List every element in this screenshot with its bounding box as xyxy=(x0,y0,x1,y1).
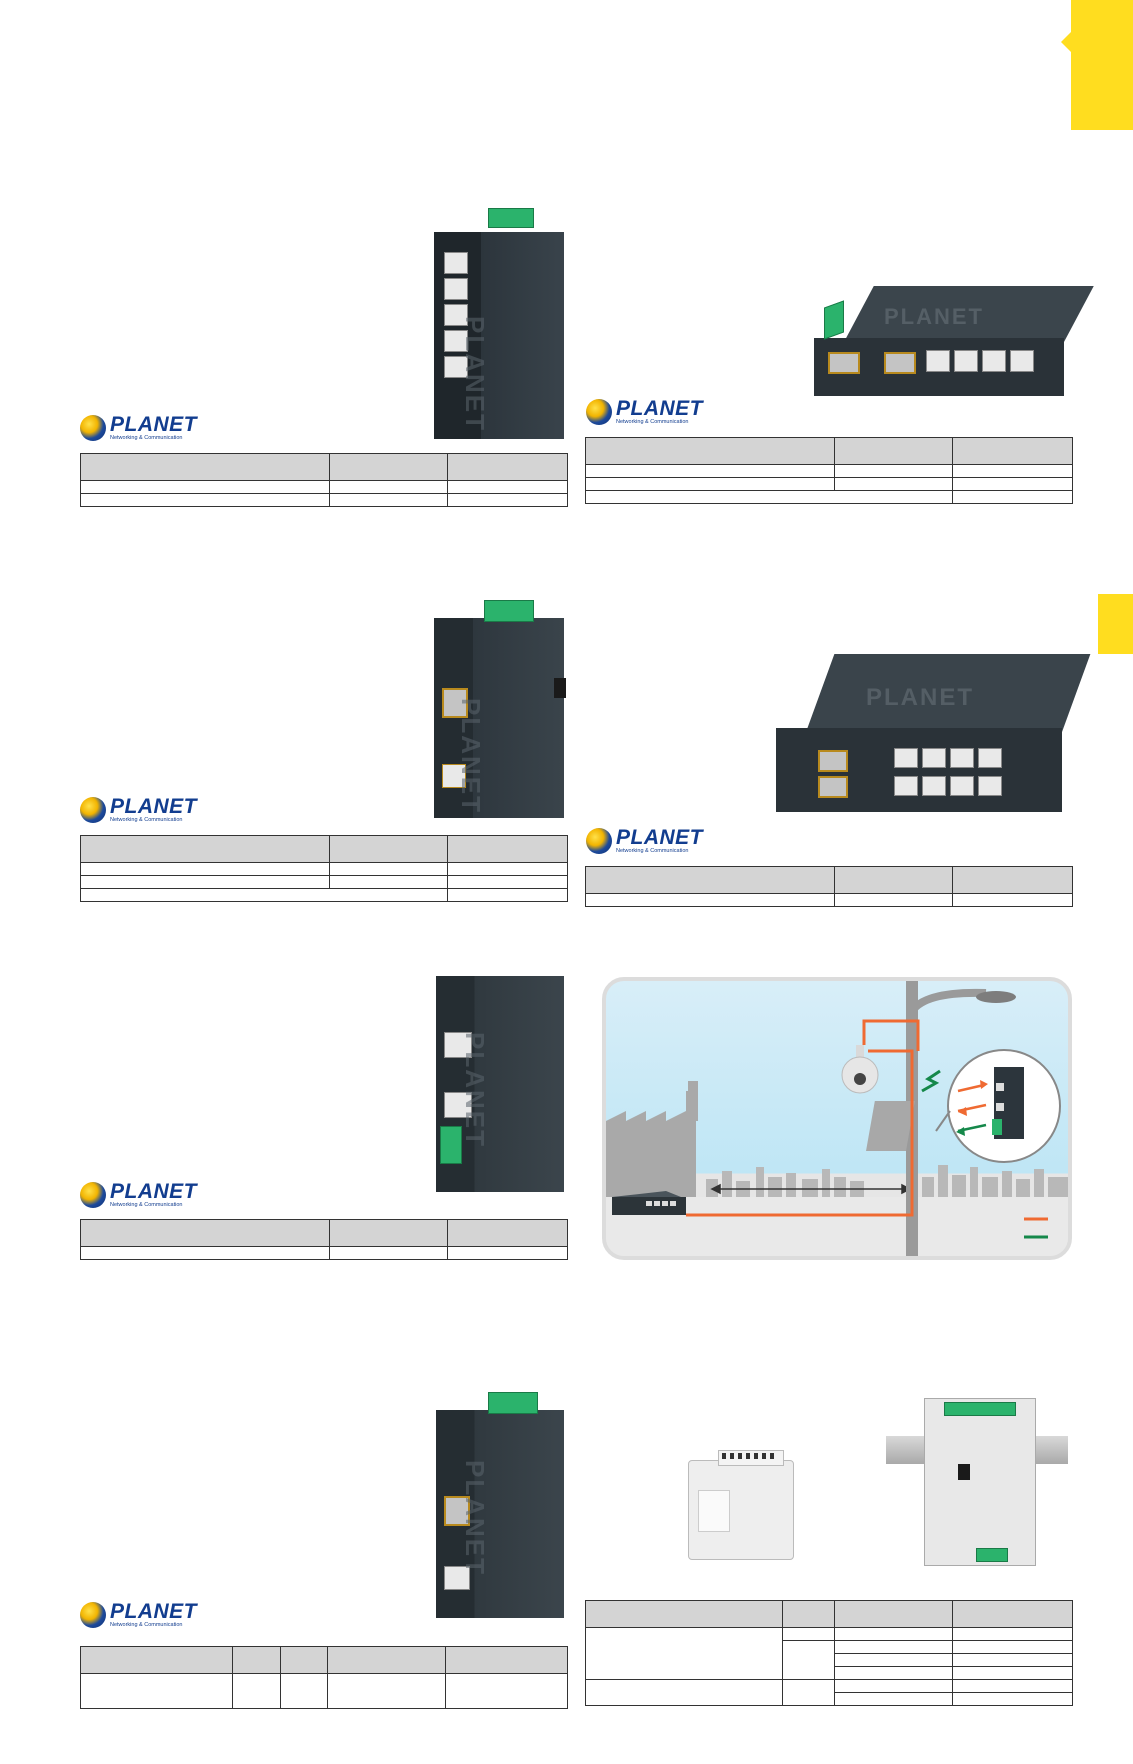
device-brand-mark: PLANET xyxy=(456,698,486,814)
logo-name: PLANET xyxy=(616,397,703,420)
logo-tagline: Networking & Communication xyxy=(616,848,689,854)
product-image-10port-switch: PLANET xyxy=(776,654,1091,812)
diagram-illustration xyxy=(606,981,1068,1256)
logo-name: PLANET xyxy=(110,795,197,818)
logo-tagline: Networking & Communication xyxy=(616,419,689,425)
section-tab-notch xyxy=(1061,30,1073,54)
globe-icon xyxy=(80,1181,106,1208)
section-tab-middle xyxy=(1098,594,1133,654)
spec-table-2 xyxy=(585,437,1073,504)
application-diagram xyxy=(602,977,1072,1260)
product-image-power-supply-large xyxy=(886,1398,1068,1566)
logo-tagline: Networking & Communication xyxy=(110,435,183,441)
product-image-6port-switch: PLANET xyxy=(814,286,1094,396)
globe-icon xyxy=(80,796,106,823)
spec-table-6 xyxy=(80,1646,568,1709)
logo-tagline: Networking & Communication xyxy=(110,817,183,823)
spec-table-5 xyxy=(80,1219,568,1260)
device-brand-mark: PLANET xyxy=(460,1032,490,1148)
logo-name: PLANET xyxy=(110,1180,197,1203)
product-image-sfp-injector: PLANET xyxy=(436,1392,564,1618)
device-brand-mark: PLANET xyxy=(884,304,984,329)
logo-name: PLANET xyxy=(616,826,703,849)
magnified-injector xyxy=(935,1049,1061,1163)
product-image-power-supply-small xyxy=(688,1450,794,1560)
device-brand-mark: PLANET xyxy=(460,316,490,432)
logo-tagline: Networking & Communication xyxy=(110,1202,183,1208)
device-brand-mark: PLANET xyxy=(460,1460,490,1576)
logo-name: PLANET xyxy=(110,1600,197,1623)
globe-icon xyxy=(586,827,612,854)
ptz-camera-icon xyxy=(841,1045,879,1094)
device-brand-mark: PLANET xyxy=(866,684,974,711)
spec-table-1 xyxy=(80,453,568,507)
spec-table-4 xyxy=(585,866,1073,907)
logo-tagline: Networking & Communication xyxy=(110,1622,183,1628)
section-tab-top xyxy=(1071,0,1133,130)
globe-icon xyxy=(80,414,106,441)
cable-lines xyxy=(686,1019,941,1217)
spec-table-7 xyxy=(585,1600,1073,1706)
factory-silhouette xyxy=(606,1081,698,1221)
city-skyline xyxy=(706,1165,1068,1199)
product-image-poe-injector: PLANET xyxy=(436,976,564,1192)
logo-name: PLANET xyxy=(110,413,197,436)
globe-icon xyxy=(80,1601,106,1628)
spec-table-3 xyxy=(80,835,568,902)
product-image-media-converter: PLANET xyxy=(434,600,566,818)
product-image-5port-switch: PLANET xyxy=(434,208,564,439)
diagram-legend xyxy=(1024,1217,1048,1239)
globe-icon xyxy=(586,398,612,425)
poe-switch-icon xyxy=(612,1191,686,1215)
